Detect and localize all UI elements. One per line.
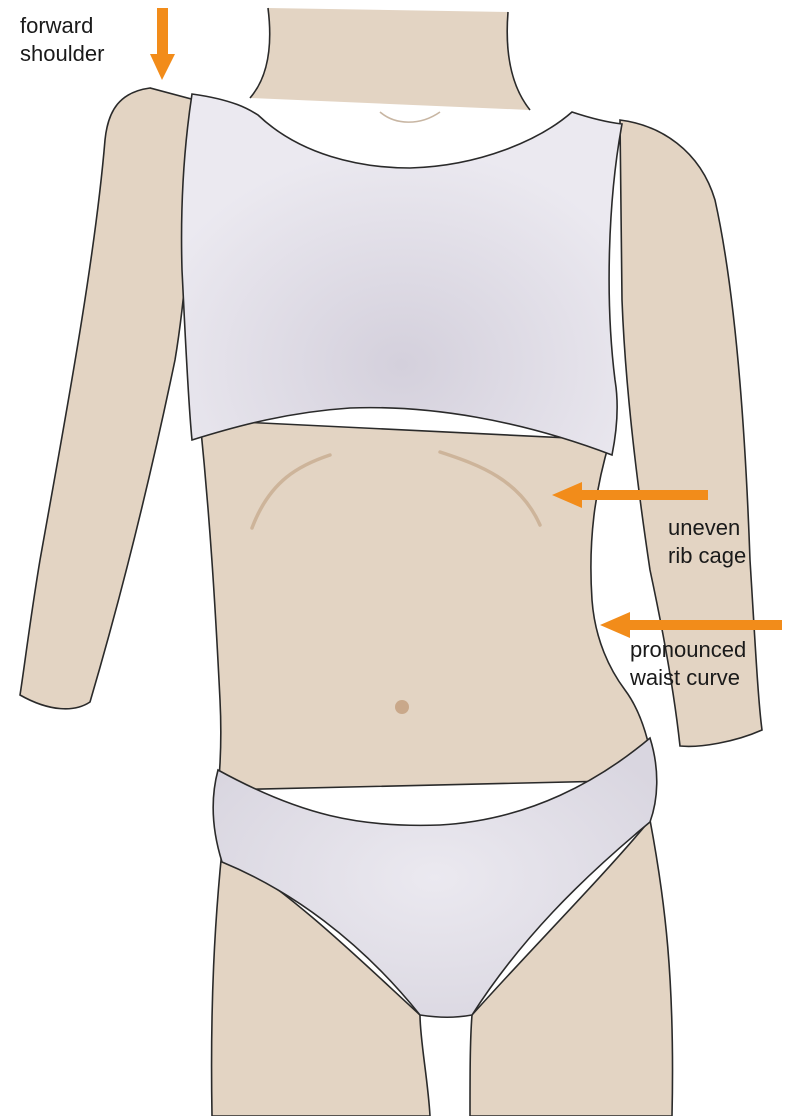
forward-shoulder-line2: shoulder (20, 40, 104, 68)
pronounced-waist-curve-label: pronounced waist curve (630, 636, 746, 692)
uneven-rib-cage-label: uneven rib cage (668, 514, 746, 570)
uneven-rib-cage-line1: uneven (668, 514, 746, 542)
neck (250, 8, 530, 110)
crop-top (182, 94, 622, 455)
arrow-forward-shoulder (150, 8, 175, 80)
uneven-rib-cage-line2: rib cage (668, 542, 746, 570)
forward-shoulder-line1: forward (20, 12, 104, 40)
forward-shoulder-label: forward shoulder (20, 12, 104, 68)
navel (395, 700, 409, 714)
left-arm (20, 88, 195, 709)
pronounced-waist-curve-line1: pronounced (630, 636, 746, 664)
torso (200, 420, 655, 790)
collarbone-line (380, 112, 440, 122)
pronounced-waist-curve-line2: waist curve (630, 664, 746, 692)
